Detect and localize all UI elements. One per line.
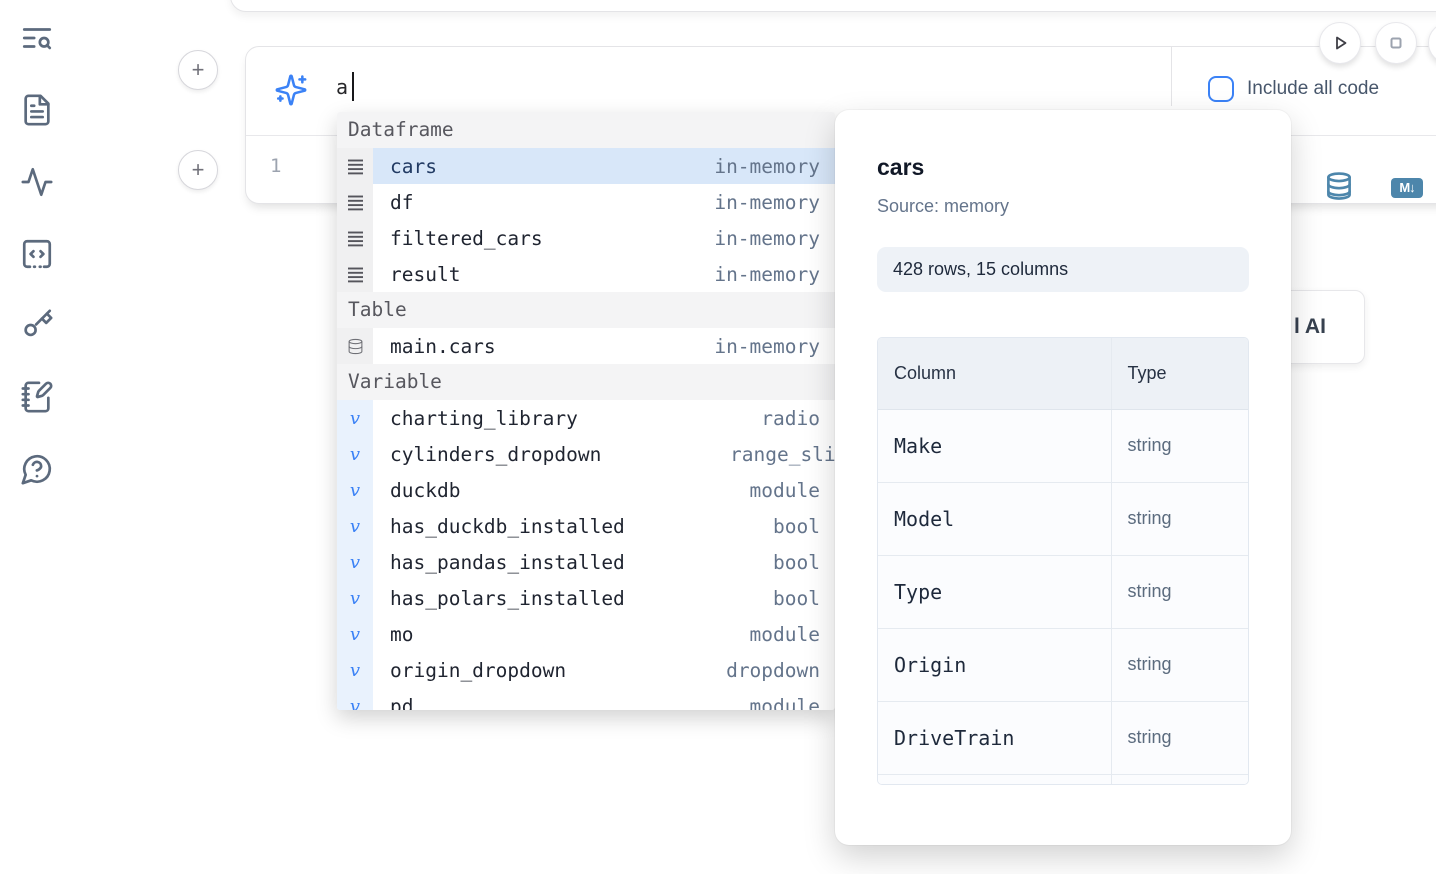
list-search-icon[interactable] <box>18 19 56 57</box>
variable-icon: v <box>337 580 373 616</box>
text-caret <box>352 72 354 101</box>
schema-row: DriveTrain string <box>878 701 1248 775</box>
play-icon <box>1336 36 1347 50</box>
variable-icon: v <box>337 688 373 710</box>
section-header-dataframe: Dataframe <box>337 112 835 148</box>
add-cell-button-top[interactable]: + <box>178 50 218 90</box>
variable-icon: v <box>337 616 373 652</box>
include-all-code-checkbox[interactable] <box>1208 76 1234 102</box>
sparkles-icon <box>274 73 308 107</box>
markdown-icon[interactable]: M↓ <box>1391 178 1423 198</box>
stop-button[interactable] <box>1375 22 1417 64</box>
datasource-popup: cars Source: memory 428 rows, 15 columns… <box>835 110 1291 845</box>
dataframe-icon <box>337 220 373 256</box>
run-button[interactable] <box>1319 22 1361 64</box>
code-snippets-icon[interactable] <box>18 235 56 273</box>
variable-icon: v <box>337 400 373 436</box>
line-number: 1 <box>270 155 282 177</box>
helper-sidebar <box>0 0 72 874</box>
variable-icon: v <box>337 652 373 688</box>
schema-row: Model string <box>878 482 1248 556</box>
variable-icon: v <box>337 436 373 472</box>
shape-badge: 428 rows, 15 columns <box>877 247 1249 292</box>
include-all-code-label: Include all code <box>1247 78 1380 99</box>
activity-icon[interactable] <box>18 163 56 201</box>
code-editor-row[interactable]: 1 M↓ <box>246 137 1436 204</box>
popup-title: cars <box>877 154 925 180</box>
schema-header-column: Column <box>878 338 1111 410</box>
help-circle-icon[interactable] <box>18 450 56 488</box>
schema-row: Origin string <box>878 628 1248 702</box>
schema-row: Type string <box>878 555 1248 629</box>
variable-icon: v <box>337 472 373 508</box>
variable-icon: v <box>337 544 373 580</box>
popup-source: Source: memory <box>877 196 1010 216</box>
section-header-variable: Variable <box>337 364 835 400</box>
schema-table-wrap: Column Type Make string Model string Typ… <box>877 337 1249 785</box>
ai-prompt-input[interactable]: a <box>336 75 349 99</box>
completion-item[interactable]: v cylinders_dropdown range_slider <box>337 436 835 472</box>
divider <box>1171 47 1172 106</box>
schema-header-type: Type <box>1110 338 1248 410</box>
key-icon[interactable] <box>18 306 56 344</box>
database-icon <box>337 328 373 364</box>
schema-row: Make string <box>878 409 1248 483</box>
dataframe-icon <box>337 256 373 292</box>
dataframe-icon <box>337 184 373 220</box>
section-header-table: Table <box>337 292 835 328</box>
stop-icon <box>1390 37 1402 49</box>
previous-cell-edge <box>230 0 1436 12</box>
file-text-icon[interactable] <box>18 91 56 129</box>
notebook-pen-icon[interactable] <box>18 378 56 416</box>
add-cell-button-bottom[interactable]: + <box>178 150 218 190</box>
dataframe-icon <box>337 148 373 184</box>
variable-icon: v <box>337 508 373 544</box>
schema-table: Column Type Make string Model string Typ… <box>878 338 1248 784</box>
schema-row-clipped <box>878 774 1248 784</box>
datasource-icon[interactable] <box>1324 171 1354 201</box>
